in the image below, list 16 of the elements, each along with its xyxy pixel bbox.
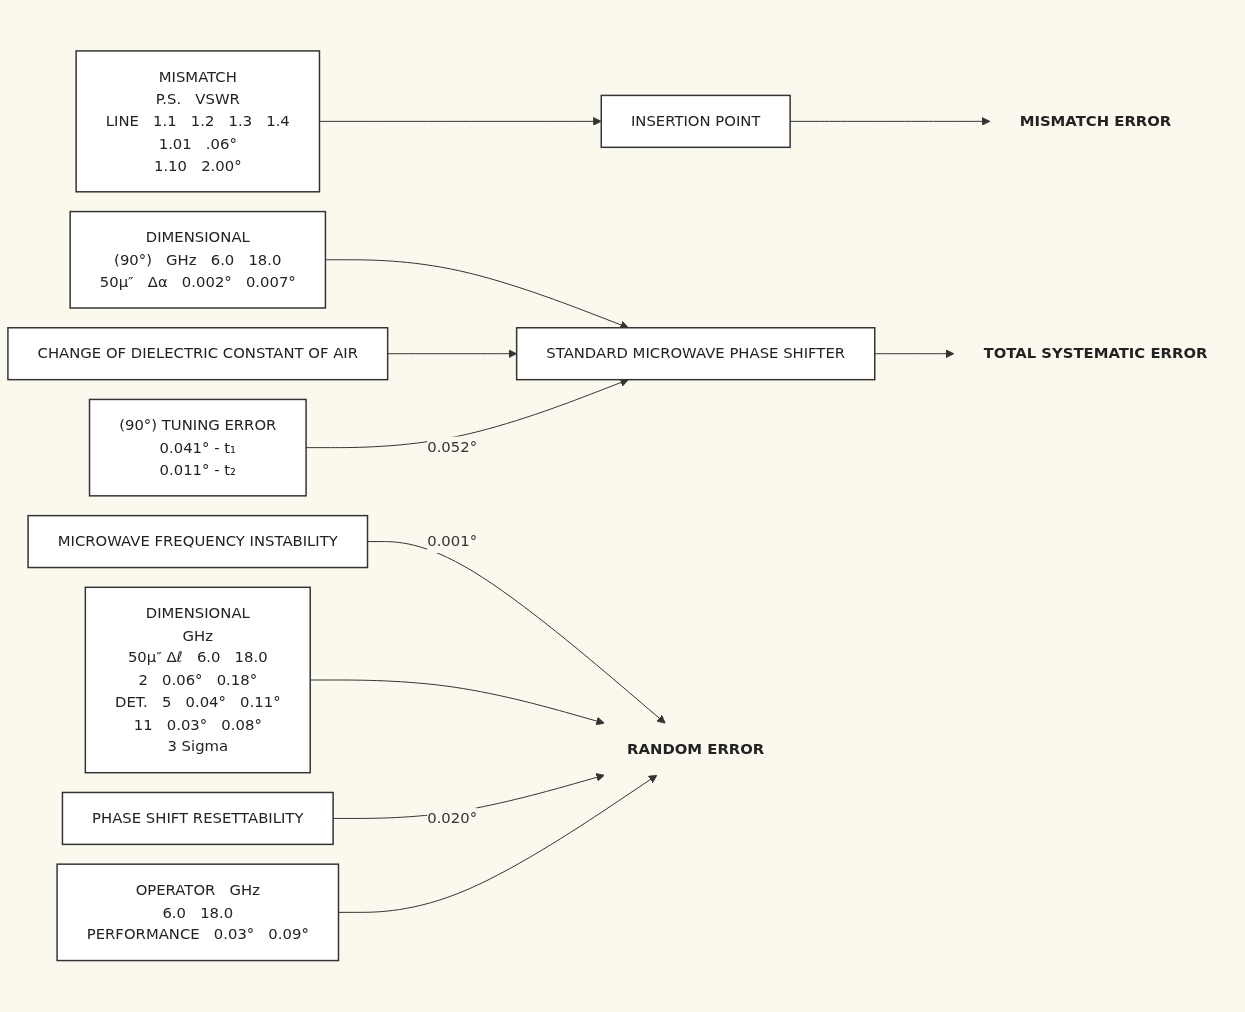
node-box: MISMATCH P.S. VSWR LINE 1.1 1.2 1.3 1.4 1.01 .06° 1.10 2.00° bbox=[75, 50, 321, 193]
node-box: (90°) TUNING ERROR 0.041° - t₁ 0.011° - t₂ bbox=[88, 398, 307, 497]
node-box: OPERATOR GHz 6.0 18.0 PERFORMANCE 0.03° 0.09° bbox=[56, 863, 340, 962]
edge-label: 0.020° bbox=[427, 809, 478, 828]
node-box: DIMENSIONAL (90°) GHz 6.0 18.0 50μ″ Δα 0.002° 0.007° bbox=[69, 211, 327, 309]
node-box: STANDARD MICROWAVE PHASE SHIFTER bbox=[515, 327, 876, 381]
node-box: DIMENSIONAL GHz 50μ″ Δℓ 6.0 18.0 2 0.06° 0.18° DET. 5 0.04° 0.11° 11 0.03° 0.08° 3 Sigma bbox=[84, 586, 311, 774]
node-text: RANDOM ERROR bbox=[627, 740, 765, 759]
node-box: CHANGE OF DIELECTRIC CONSTANT OF AIR bbox=[7, 327, 389, 381]
edge-label: 0.001° bbox=[427, 532, 478, 551]
edge-label: 0.052° bbox=[427, 438, 478, 457]
node-text: MISMATCH ERROR bbox=[1019, 112, 1172, 131]
node-box: PHASE SHIFT RESETTABILITY bbox=[61, 792, 334, 846]
node-text: TOTAL SYSTEMATIC ERROR bbox=[983, 344, 1208, 363]
node-box: INSERTION POINT bbox=[600, 94, 791, 149]
node-box: MICROWAVE FREQUENCY INSTABILITY bbox=[27, 515, 369, 569]
